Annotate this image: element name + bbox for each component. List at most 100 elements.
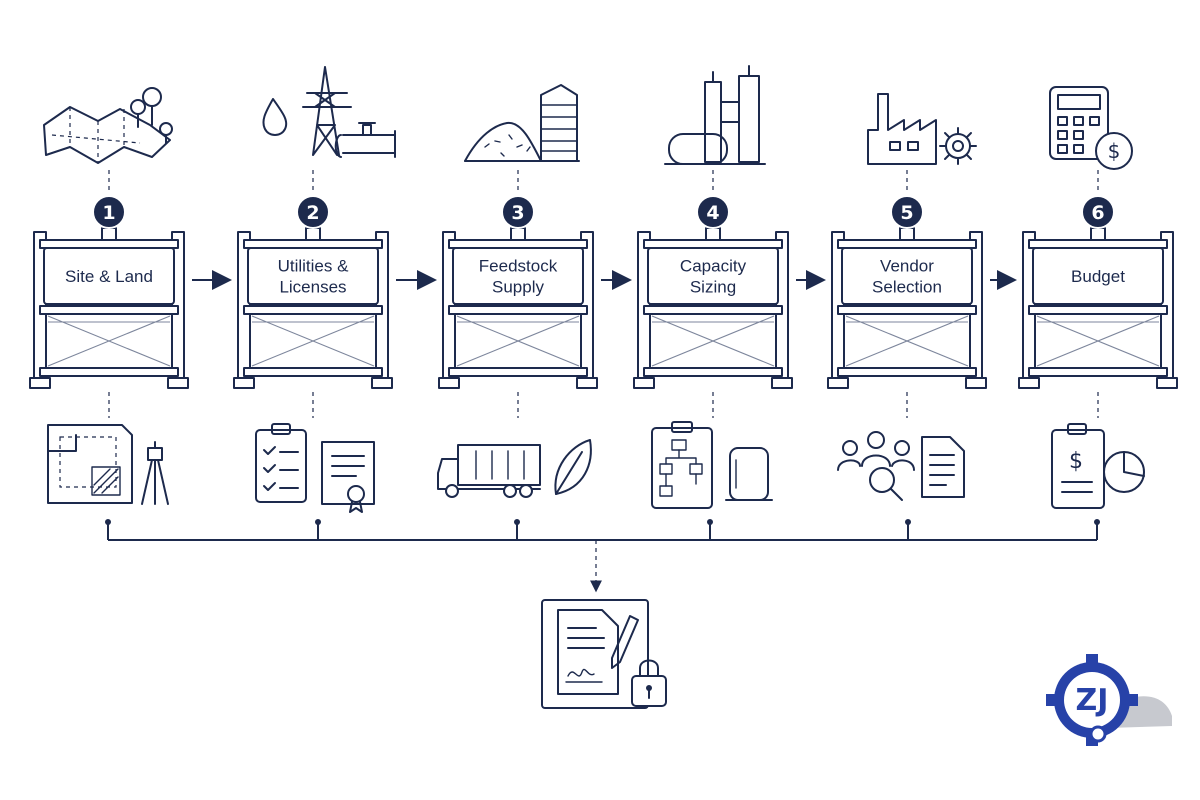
bus-node xyxy=(707,519,713,525)
frame-bottom-rail xyxy=(643,367,783,377)
svg-text:$: $ xyxy=(1069,449,1083,474)
frame-foot xyxy=(371,377,393,389)
badge-stem xyxy=(101,227,117,241)
frame-foot xyxy=(29,377,51,389)
stage-label-panel xyxy=(452,247,584,305)
frame-mid-rail xyxy=(837,305,977,315)
dollar-report-icon: $ xyxy=(1051,423,1105,509)
frame-top-rail xyxy=(39,239,179,249)
bus-node xyxy=(905,519,911,525)
frame-foot xyxy=(827,377,849,389)
frame-top-rail xyxy=(837,239,977,249)
frame-bottom-rail xyxy=(448,367,588,377)
tank-icon xyxy=(725,447,773,501)
stage-label: Utilities & xyxy=(278,257,350,276)
frame-top-rail xyxy=(243,239,383,249)
badge-stem xyxy=(1090,227,1106,241)
checklist-clipboard-icon xyxy=(255,423,307,503)
stage-label-panel xyxy=(647,247,779,305)
stage-label: Feedstock xyxy=(479,257,558,276)
step-badge xyxy=(92,195,126,229)
site-plan-icon xyxy=(47,424,133,504)
frame-mid-rail xyxy=(643,305,783,315)
stage-label: Site & Land xyxy=(65,267,153,286)
step-badge xyxy=(501,195,535,229)
truck-icon xyxy=(437,444,541,498)
frame-foot xyxy=(438,377,460,389)
frame-foot xyxy=(771,377,793,389)
pie-chart-icon xyxy=(1103,451,1145,493)
bus-node xyxy=(1094,519,1100,525)
cross-brace xyxy=(845,315,969,367)
cross-brace xyxy=(251,315,375,367)
flowchart-clipboard-icon xyxy=(651,421,713,509)
stage-label: Budget xyxy=(1071,267,1125,286)
calculator-dollar-icon: $ xyxy=(1049,86,1133,170)
frame-top-rail xyxy=(1028,239,1168,249)
water-power-pipe-icon xyxy=(262,66,396,158)
stage-label-panel xyxy=(43,247,175,305)
bus-node xyxy=(315,519,321,525)
frame-bottom-rail xyxy=(39,367,179,377)
frame-bottom-rail xyxy=(837,367,977,377)
stage-label-panel xyxy=(247,247,379,305)
stage-label: Licenses xyxy=(279,278,346,297)
leaf-icon xyxy=(554,439,592,495)
signed-contract-lock-icon xyxy=(541,599,667,709)
badge-stem xyxy=(510,227,526,241)
cross-brace xyxy=(1036,315,1160,367)
frame-foot xyxy=(576,377,598,389)
surveyor-tripod-icon xyxy=(141,441,169,505)
stage-label: Sizing xyxy=(690,278,736,297)
stage-label-panel xyxy=(1032,247,1164,305)
frame-foot xyxy=(1018,377,1040,389)
badge-stem xyxy=(899,227,915,241)
step-badge xyxy=(1081,195,1115,229)
frame-top-rail xyxy=(643,239,783,249)
factory-gear-icon xyxy=(867,93,977,165)
logo-letters: ZJ xyxy=(1076,683,1109,718)
frame-mid-rail xyxy=(243,305,383,315)
stage-label-panel xyxy=(841,247,973,305)
document-icon xyxy=(921,436,965,498)
gear-logo-icon: ZJ xyxy=(1046,654,1172,746)
stage-label: Selection xyxy=(872,278,942,297)
map-trees-icon xyxy=(43,87,173,164)
stage-label: Capacity xyxy=(680,257,747,276)
step-number: 3 xyxy=(511,202,524,224)
svg-text:$: $ xyxy=(1108,139,1121,163)
step-number: 2 xyxy=(306,202,319,224)
step-number: 5 xyxy=(900,202,913,224)
frame-bottom-rail xyxy=(1028,367,1168,377)
badge-stem xyxy=(705,227,721,241)
frame-foot xyxy=(167,377,189,389)
people-search-icon xyxy=(837,431,915,501)
badge-stem xyxy=(305,227,321,241)
frame-mid-rail xyxy=(448,305,588,315)
stage-label: Supply xyxy=(492,278,544,297)
frame-foot xyxy=(1156,377,1178,389)
step-badge xyxy=(296,195,330,229)
bus-node xyxy=(105,519,111,525)
step-number: 6 xyxy=(1091,202,1104,224)
step-number: 1 xyxy=(102,202,115,224)
frame-mid-rail xyxy=(1028,305,1168,315)
frame-foot xyxy=(233,377,255,389)
cross-brace xyxy=(651,315,775,367)
frame-foot xyxy=(965,377,987,389)
pile-silo-icon xyxy=(464,84,580,162)
step-badge xyxy=(890,195,924,229)
frame-bottom-rail xyxy=(243,367,383,377)
frame-mid-rail xyxy=(39,305,179,315)
process-tanks-icon xyxy=(664,65,766,165)
stage-label: Vendor xyxy=(880,257,934,276)
step-badge xyxy=(696,195,730,229)
cross-brace xyxy=(456,315,580,367)
